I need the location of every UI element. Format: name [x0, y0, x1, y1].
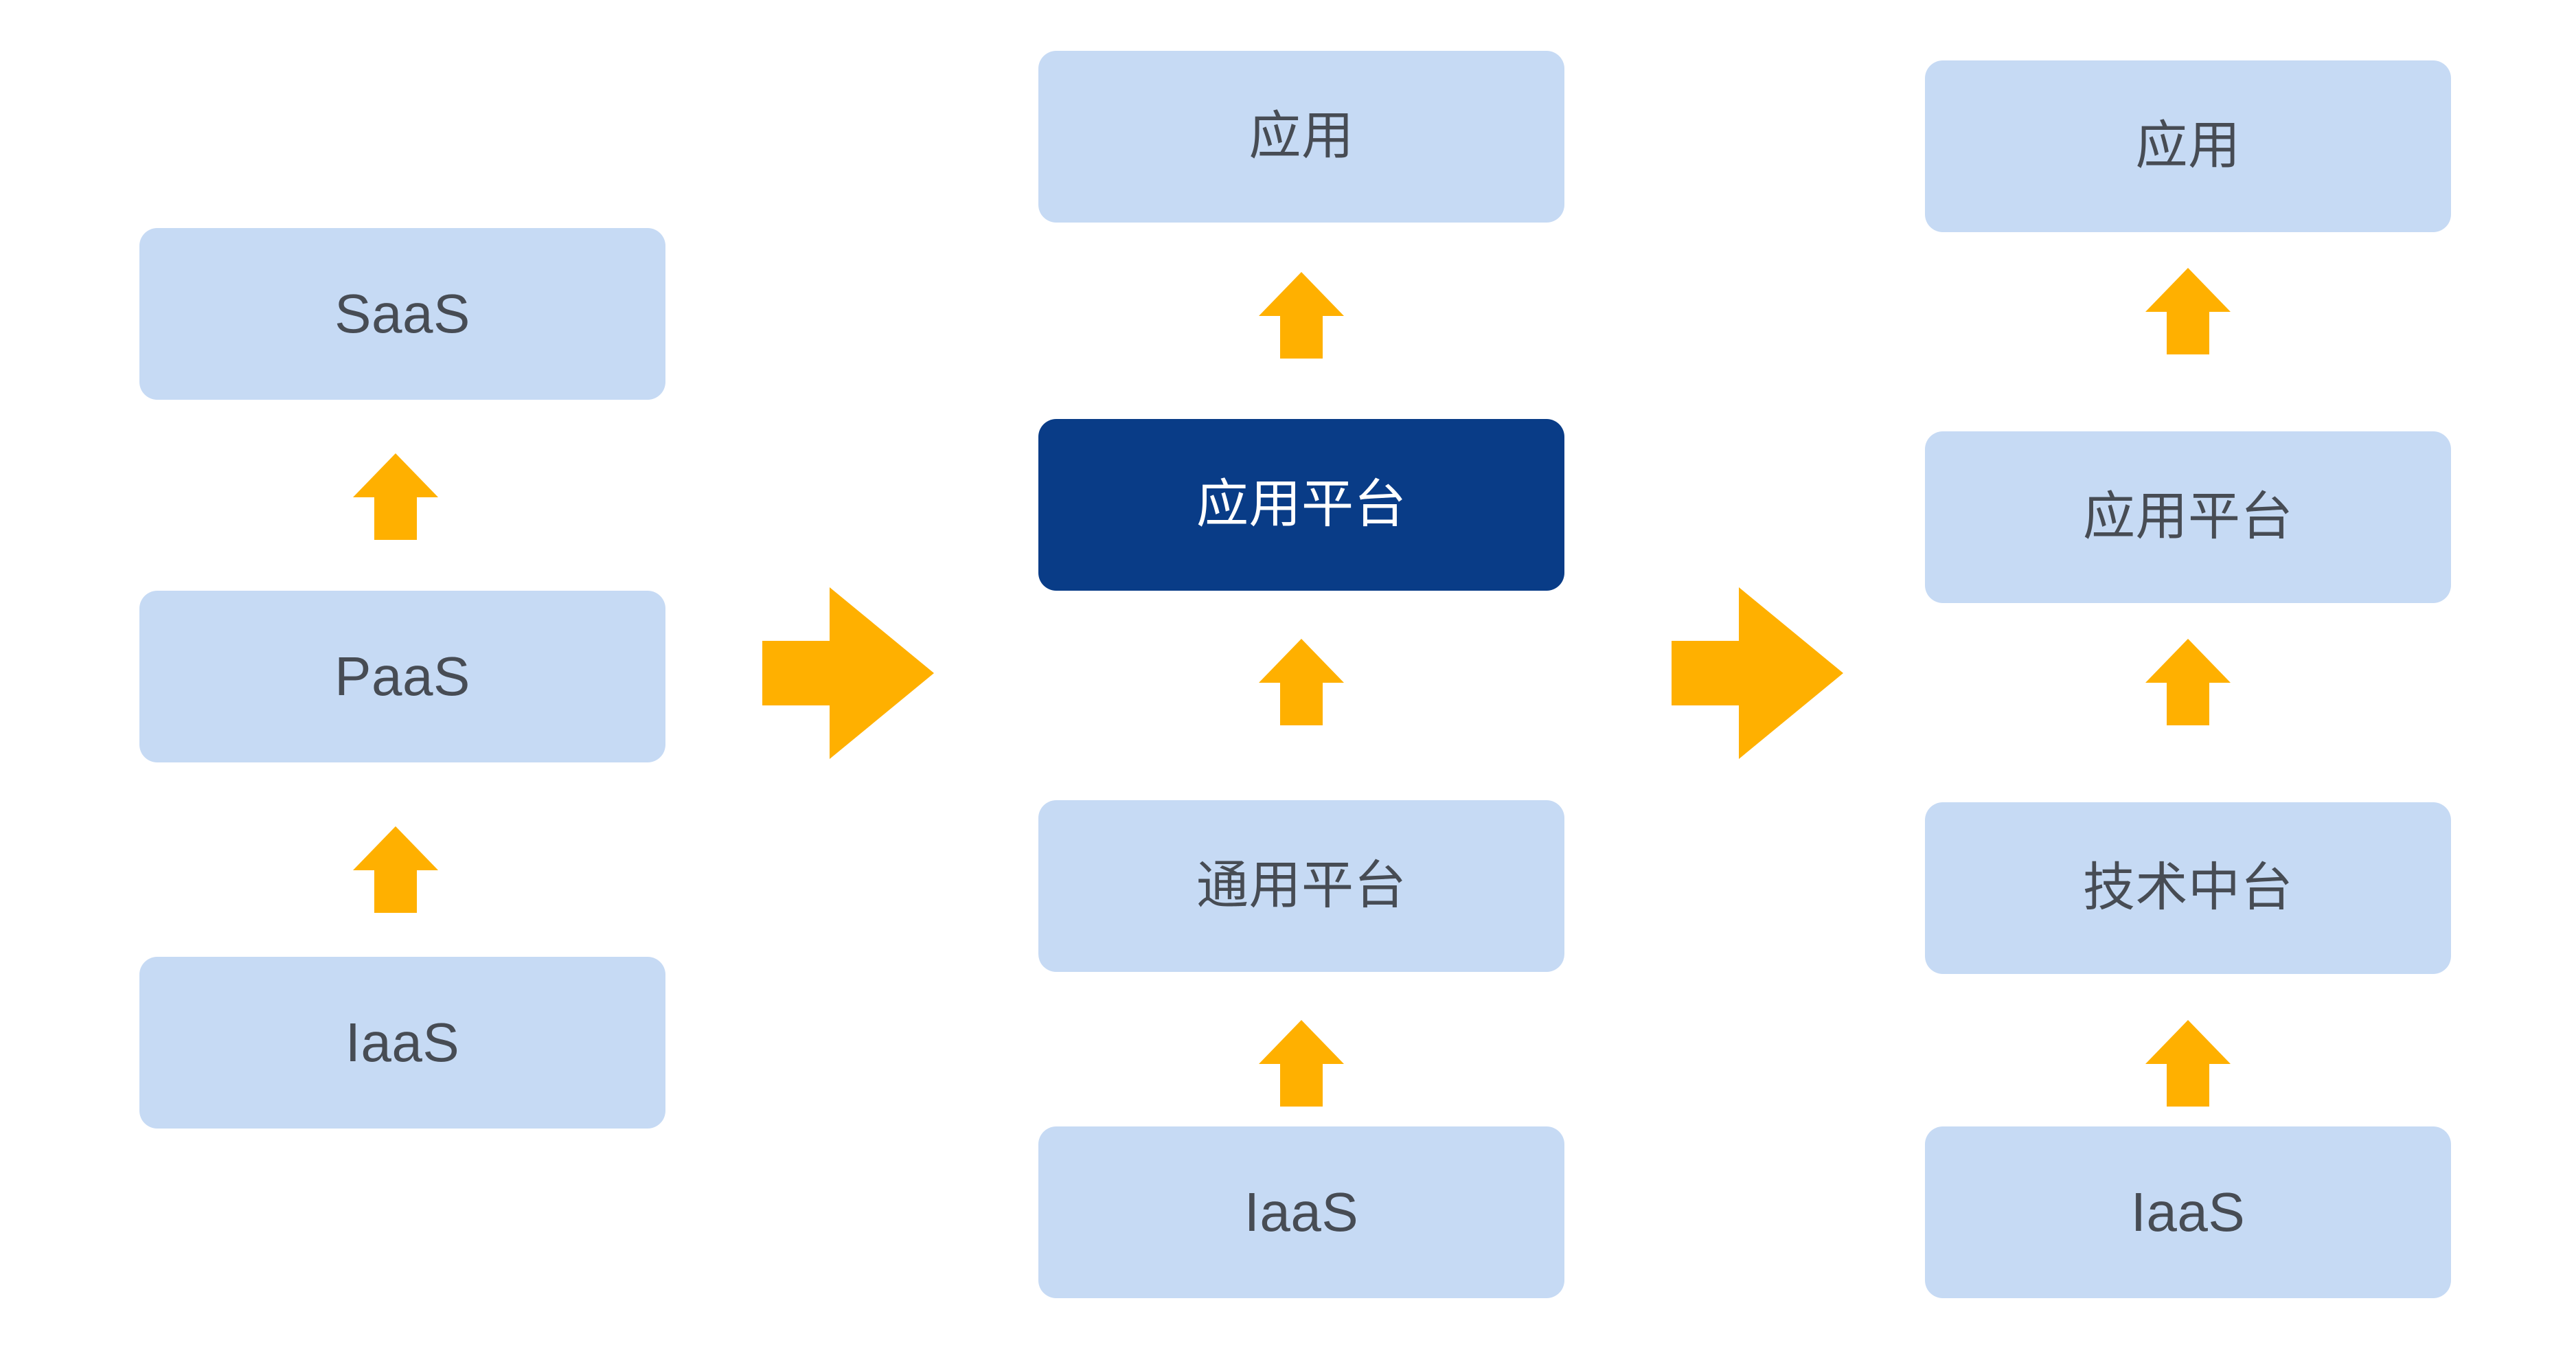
- node-iaas-col1[interactable]: IaaS: [139, 957, 665, 1129]
- node-app-platform-col2-label: 应用平台: [1196, 475, 1406, 534]
- arrow-tech-middle-to-app-platform-icon: [2145, 639, 2231, 725]
- arrow-iaas-to-general-platform-icon: [1259, 1020, 1344, 1107]
- arrow-app-platform-to-app-col2-icon: [1259, 272, 1344, 359]
- node-app-col3[interactable]: 应用: [1925, 60, 2451, 232]
- transition-2-arrow-icon: [1672, 587, 1843, 759]
- node-app-col2[interactable]: 应用: [1038, 51, 1564, 223]
- arrow-iaas-to-tech-middle-icon: [2145, 1020, 2231, 1107]
- node-paas[interactable]: PaaS: [139, 591, 665, 762]
- node-saas-label: SaaS: [334, 283, 470, 344]
- node-iaas-col3-label: IaaS: [2130, 1181, 2246, 1243]
- arrow-paas-to-saas-icon: [353, 453, 438, 540]
- node-general-platform-col2-label: 通用平台: [1196, 857, 1406, 916]
- node-app-col2-label: 应用: [1249, 107, 1354, 166]
- node-tech-middle-platform-col3-label: 技术中台: [2083, 859, 2293, 918]
- node-iaas-col1-label: IaaS: [345, 1012, 460, 1073]
- node-tech-middle-platform-col3[interactable]: 技术中台: [1925, 802, 2451, 974]
- arrow-app-platform-to-app-col3-icon: [2145, 268, 2231, 354]
- node-app-col3-label: 应用: [2135, 117, 2241, 176]
- node-app-platform-col3[interactable]: 应用平台: [1925, 431, 2451, 603]
- transition-1-arrow-icon: [762, 587, 934, 759]
- node-general-platform-col2[interactable]: 通用平台: [1038, 800, 1564, 972]
- node-iaas-col3[interactable]: IaaS: [1925, 1126, 2451, 1298]
- node-app-platform-col2[interactable]: 应用平台: [1038, 419, 1564, 591]
- arrow-general-platform-to-app-platform-icon: [1259, 639, 1344, 725]
- node-paas-label: PaaS: [334, 646, 470, 707]
- arrow-iaas-to-paas-icon: [353, 826, 438, 913]
- node-iaas-col2[interactable]: IaaS: [1038, 1126, 1564, 1298]
- node-app-platform-col3-label: 应用平台: [2083, 488, 2293, 547]
- node-iaas-col2-label: IaaS: [1244, 1181, 1359, 1243]
- node-saas[interactable]: SaaS: [139, 228, 665, 400]
